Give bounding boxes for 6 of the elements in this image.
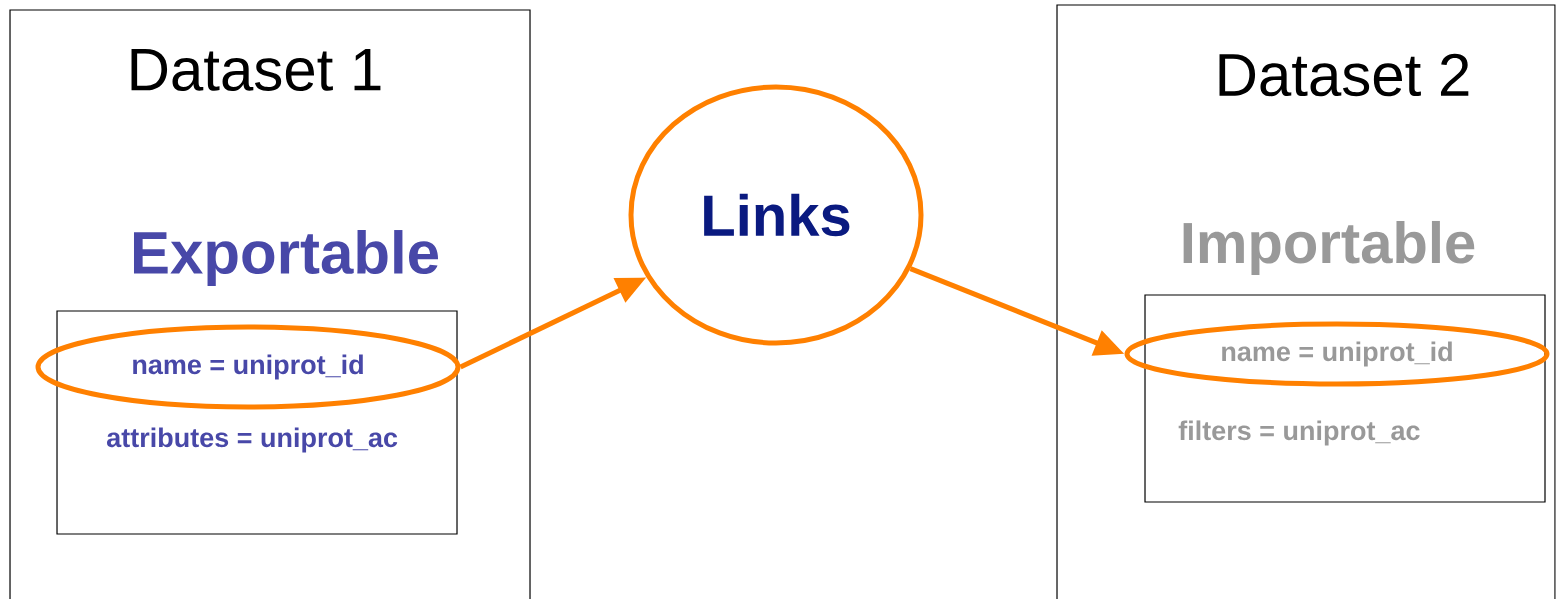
heading: Importable <box>1183 220 1475 275</box>
attribute-text: filters = uniprot_ac <box>1178 420 1420 446</box>
heading: Dataset 1 <box>131 49 381 91</box>
heading: Dataset 2 <box>1219 53 1469 97</box>
heading: Exportable <box>134 230 438 286</box>
attribute-text: attributes = uniprot_ac <box>107 427 398 453</box>
